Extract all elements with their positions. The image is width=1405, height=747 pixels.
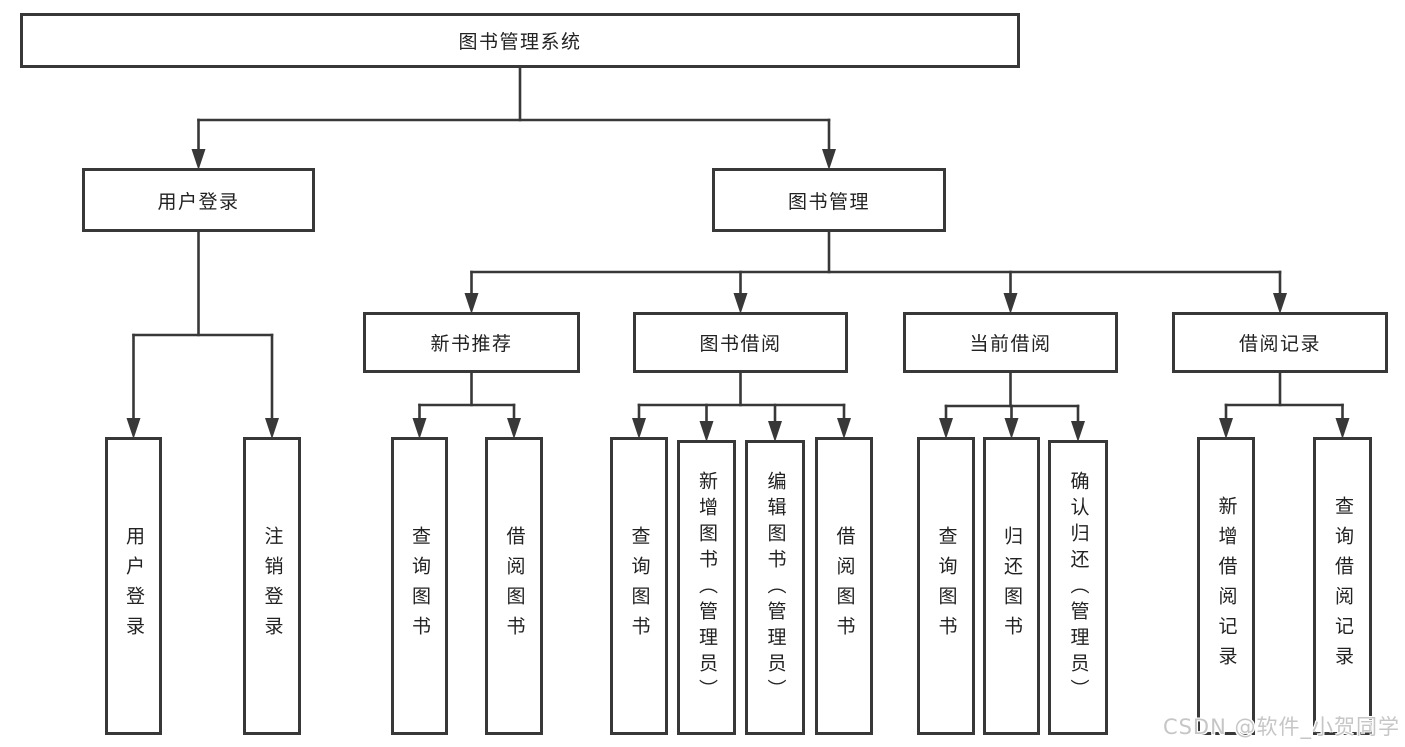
- node-login-leaf: 用户登录: [105, 437, 162, 735]
- node-c2: 归还图书: [983, 437, 1040, 735]
- node-label-n1: 查询图书: [409, 526, 431, 646]
- node-label-b1: 查询图书: [628, 526, 651, 646]
- arrowhead-icon: [822, 149, 836, 170]
- node-b4: 借阅图书: [815, 437, 873, 735]
- node-label-login-leaf: 用户登录: [123, 526, 145, 646]
- arrowhead-icon: [939, 418, 953, 439]
- arrowhead-icon: [632, 418, 646, 439]
- arrowhead-icon: [699, 421, 714, 442]
- node-newbook: 新书推荐: [363, 312, 580, 373]
- arrowhead-icon: [733, 293, 748, 314]
- node-label-b2: 新增图书（管理员）: [696, 470, 718, 705]
- node-label-logout-leaf: 注销登录: [261, 526, 284, 646]
- node-label-c1: 查询图书: [935, 526, 958, 646]
- arrowhead-icon: [837, 418, 851, 439]
- node-b2: 新增图书（管理员）: [677, 440, 736, 735]
- node-c3: 确认归还（管理员）: [1048, 440, 1108, 735]
- node-label-newbook: 新书推荐: [430, 333, 513, 355]
- arrowhead-icon: [768, 421, 782, 442]
- node-n2: 借阅图书: [485, 437, 543, 735]
- node-label-records: 借阅记录: [1238, 333, 1321, 355]
- node-n1: 查询图书: [391, 437, 448, 735]
- node-label-login: 用户登录: [157, 190, 240, 213]
- node-r2: 查询借阅记录: [1313, 437, 1372, 735]
- node-label-c2: 归还图书: [1001, 526, 1023, 646]
- node-label-bookmgmt: 图书管理: [787, 190, 870, 213]
- arrowhead-icon: [1273, 293, 1287, 314]
- node-borrow: 图书借阅: [633, 312, 848, 373]
- node-r1: 新增借阅记录: [1197, 437, 1255, 735]
- node-login: 用户登录: [82, 168, 315, 232]
- node-b3: 编辑图书（管理员）: [745, 440, 805, 735]
- arrowhead-icon: [126, 418, 141, 439]
- node-b1: 查询图书: [610, 437, 668, 735]
- node-records: 借阅记录: [1172, 312, 1388, 373]
- arrowhead-icon: [464, 293, 479, 314]
- arrowhead-icon: [191, 149, 206, 170]
- node-bookmgmt: 图书管理: [712, 168, 946, 232]
- node-root: 图书管理系统: [20, 13, 1020, 68]
- node-current: 当前借阅: [903, 312, 1118, 373]
- arrowhead-icon: [507, 418, 521, 439]
- node-label-b4: 借阅图书: [833, 526, 856, 646]
- node-label-current: 当前借阅: [969, 333, 1052, 355]
- node-label-b3: 编辑图书（管理员）: [764, 470, 787, 705]
- node-logout-leaf: 注销登录: [243, 437, 301, 735]
- arrowhead-icon: [412, 418, 427, 439]
- node-label-n2: 借阅图书: [503, 526, 526, 646]
- watermark: CSDN @软件_小贺同学: [1162, 715, 1400, 739]
- node-label-r1: 新增借阅记录: [1215, 496, 1238, 676]
- node-label-c3: 确认归还（管理员）: [1067, 470, 1090, 705]
- node-label-r2: 查询借阅记录: [1332, 496, 1354, 676]
- node-label-borrow: 图书借阅: [699, 333, 782, 355]
- node-label-root: 图书管理系统: [458, 31, 582, 53]
- arrowhead-icon: [1003, 293, 1018, 314]
- arrowhead-icon: [1004, 418, 1019, 439]
- arrowhead-icon: [1071, 421, 1085, 442]
- node-c1: 查询图书: [917, 437, 975, 735]
- arrowhead-icon: [1335, 418, 1350, 439]
- arrowhead-icon: [265, 418, 279, 439]
- arrowhead-icon: [1219, 418, 1233, 439]
